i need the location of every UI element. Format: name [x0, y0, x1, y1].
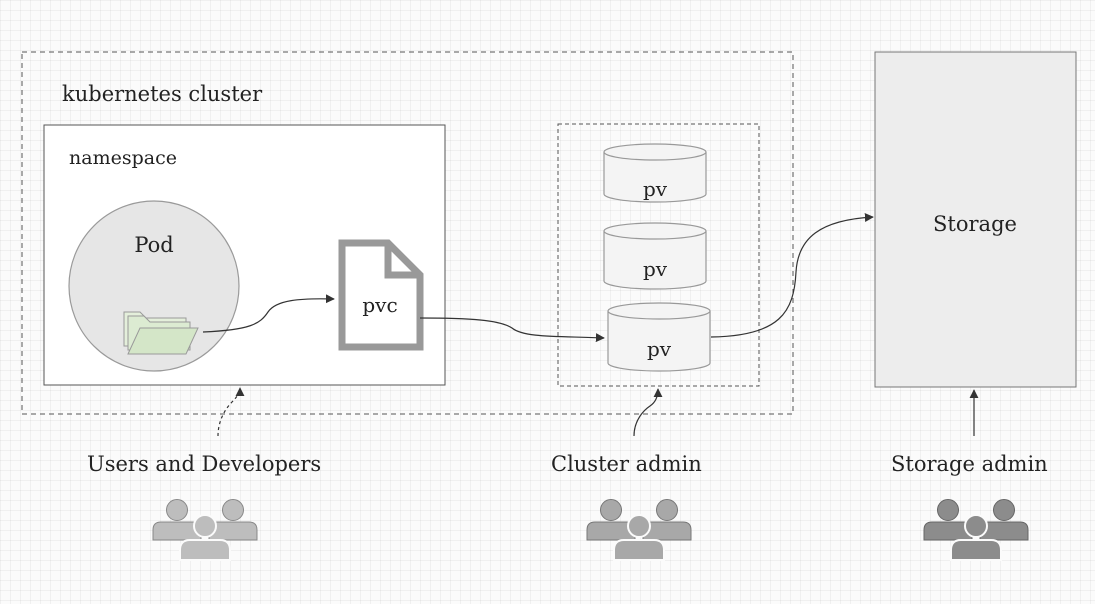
cluster-admin-arrow	[633, 388, 663, 437]
namespace-label: namespace	[69, 147, 177, 169]
pvc-to-pv-arrow	[419, 317, 605, 343]
cluster-admin-people-icon	[586, 498, 692, 561]
storage-label: Storage	[933, 212, 1017, 236]
pv-cylinder-3	[607, 302, 711, 372]
pvc-label: pvc	[362, 293, 397, 317]
pv-to-storage-arrow	[710, 212, 874, 338]
developers-label: Users and Developers	[87, 452, 322, 476]
document-icon	[338, 239, 424, 351]
folder-icon	[123, 311, 199, 355]
kubernetes-cluster-label: kubernetes cluster	[62, 82, 263, 106]
pv-label-2: pv	[643, 257, 668, 281]
pv-label-1: pv	[643, 177, 668, 201]
cluster-admin-label: Cluster admin	[551, 452, 702, 476]
pv-group-boundary	[557, 123, 760, 387]
storage-admin-people-icon	[923, 498, 1029, 561]
developers-people-icon	[152, 498, 258, 561]
storage-admin-label: Storage admin	[891, 452, 1048, 476]
folder-to-pvc-arrow	[202, 294, 335, 333]
pv-cylinder-2	[603, 222, 707, 290]
developers-arrow	[217, 387, 245, 437]
pv-label-3: pv	[647, 337, 672, 361]
storage-box	[874, 51, 1077, 388]
pod-label: Pod	[134, 233, 173, 257]
pv-cylinder-1	[603, 143, 707, 203]
